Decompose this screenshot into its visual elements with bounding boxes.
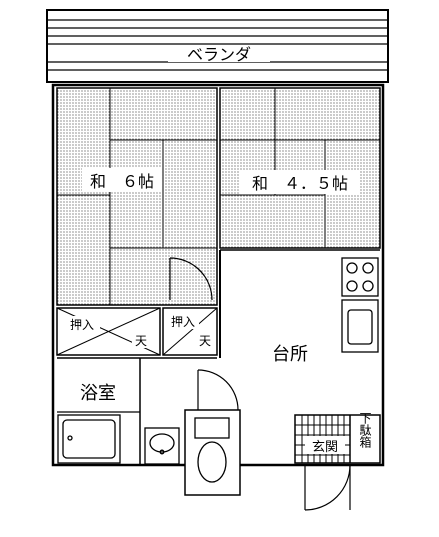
tatami-45-label: 和 ４．５帖 <box>252 174 348 193</box>
closet-left-label: 押入 <box>70 318 94 332</box>
bathtub-icon <box>57 414 121 464</box>
bathroom-label: 浴室 <box>80 383 116 404</box>
ten-right-label: 天 <box>199 334 211 348</box>
kitchen-sink-icon <box>341 299 379 353</box>
closet-right: 押入 天 <box>162 307 218 356</box>
closet-right-label: 押入 <box>171 315 195 329</box>
tatami-room-6: 和 ６帖 <box>56 87 218 306</box>
closet-left: 押入 天 <box>56 307 161 356</box>
veranda-area: ベランダ <box>46 9 389 83</box>
entrance-label: 玄関 <box>312 440 338 455</box>
tatami-room-45: 和 ４．５帖 <box>219 87 381 249</box>
shoe-rack-label: 下駄箱 <box>358 412 372 448</box>
tatami-6-label: 和 ６帖 <box>90 172 154 191</box>
toilet-area <box>184 369 241 496</box>
stove-icon <box>341 257 379 297</box>
washbasin-icon <box>144 427 180 465</box>
bathroom-area: 浴室 <box>57 357 217 465</box>
toilet-icon <box>194 417 230 483</box>
kitchen-area: 台所 <box>219 249 380 365</box>
entrance-door-swing-icon <box>304 464 351 511</box>
ten-left-label: 天 <box>135 334 147 348</box>
entrance-area: 玄関 下駄箱 <box>294 412 381 511</box>
kitchen-label: 台所 <box>272 344 308 365</box>
door-6-swing-icon <box>169 257 213 301</box>
veranda-label: ベランダ <box>187 45 251 64</box>
toilet-door-swing-icon <box>197 369 239 411</box>
